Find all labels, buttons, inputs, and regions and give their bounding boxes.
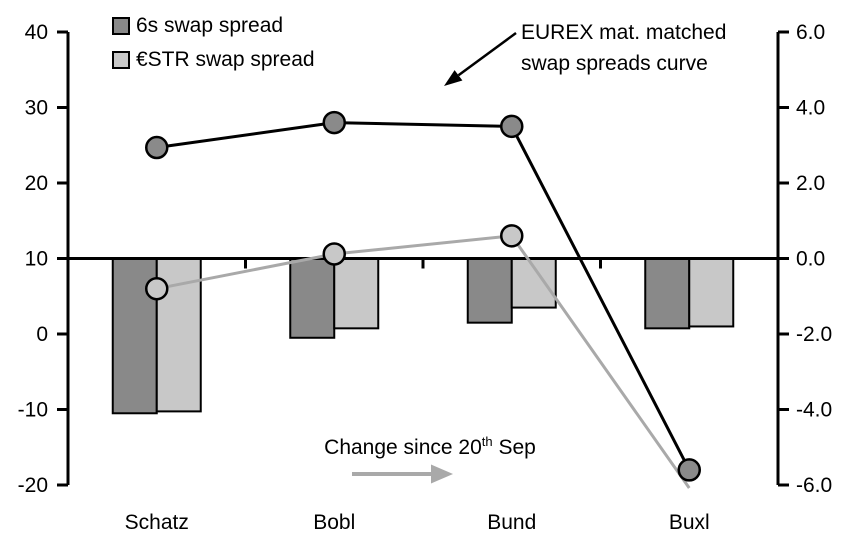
right-axis-tick-label: 4.0	[796, 97, 825, 120]
right-axis-tick-label: -6.0	[796, 474, 832, 497]
legend-label-6s: 6s swap spread	[136, 14, 284, 37]
right-axis-tick-label: 0.0	[796, 248, 825, 271]
change-arrow-head-icon	[431, 464, 453, 484]
change-note-sup: th	[481, 434, 493, 449]
chart-legend: 6s swap spread €STR swap spread	[112, 9, 315, 77]
right-axis-tick-label: -2.0	[796, 323, 832, 346]
legend-label-estr: €STR swap spread	[136, 48, 315, 71]
marker-estr-schatz	[145, 276, 169, 301]
marker-estr-bund	[500, 224, 524, 248]
marker-6s-bobl	[322, 110, 346, 135]
left-axis-tick-label: -20	[18, 474, 48, 497]
line-estr-curve	[156, 234, 691, 489]
x-axis-category-label: Schatz	[125, 511, 189, 534]
change-note-suffix: Sep	[492, 436, 536, 459]
left-axis-tick-label: 40	[25, 21, 48, 44]
bar-6s-buxl	[644, 257, 691, 330]
marker-estr-bobl	[322, 242, 346, 266]
right-axis-tick-label: 2.0	[796, 172, 825, 195]
curve-annotation: EUREX mat. matched swap spreads curve	[521, 17, 726, 79]
annotation-arrow-shaft	[457, 31, 517, 77]
left-axis-tick-label: 30	[25, 97, 48, 120]
marker-6s-schatz	[145, 135, 169, 160]
x-axis-category-label: Bobl	[313, 511, 355, 534]
change-note-text: Change since 20	[324, 436, 482, 459]
line-6s-curve	[156, 121, 691, 471]
legend-item-6s: 6s swap spread	[112, 9, 315, 43]
legend-swatch-6s-icon	[112, 17, 130, 35]
bar-6s-bobl	[289, 257, 336, 339]
x-axis-category-label: Bund	[487, 511, 536, 534]
bar-estr-buxl	[688, 257, 735, 328]
left-axis-tick-label: -10	[18, 399, 48, 422]
annotation-arrow-head-icon	[444, 70, 463, 86]
left-axis-tick-label: 20	[25, 172, 48, 195]
right-axis-tick-label: -4.0	[796, 399, 832, 422]
bar-estr-bobl	[333, 257, 380, 330]
legend-swatch-estr-icon	[112, 51, 130, 69]
bar-6s-bund	[466, 257, 513, 324]
right-axis-tick-label: 6.0	[796, 21, 825, 44]
curve-annotation-line2: swap spreads curve	[521, 52, 708, 75]
x-axis-category-label: Buxl	[669, 511, 710, 534]
change-note: Change since 20th Sep	[290, 434, 570, 460]
legend-item-estr: €STR swap spread	[112, 43, 315, 77]
curve-annotation-line1: EUREX mat. matched	[521, 21, 727, 44]
marker-6s-bund	[500, 114, 524, 139]
left-axis-tick-label: 10	[25, 248, 48, 271]
marker-6s-buxl	[677, 458, 701, 482]
left-axis-tick-label: 0	[36, 323, 48, 346]
